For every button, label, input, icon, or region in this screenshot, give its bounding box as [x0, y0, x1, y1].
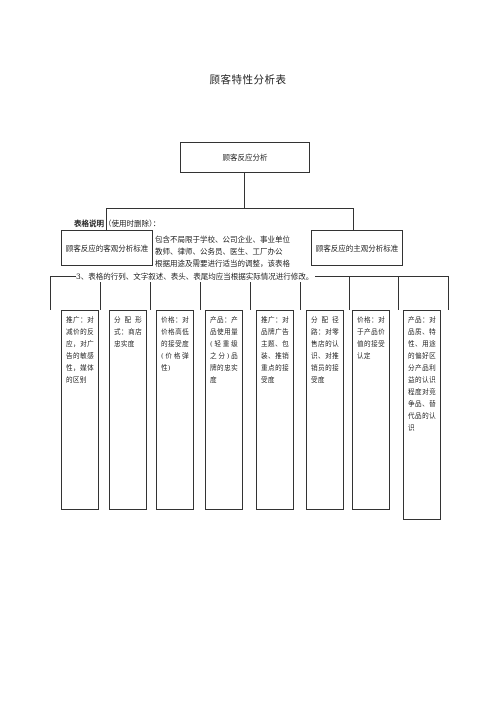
connector-col-4: [200, 276, 201, 310]
note-heading: 表格说明: [74, 219, 104, 228]
root-node-label: 顾客反应分析: [222, 153, 268, 162]
connector-left-down: [106, 208, 107, 230]
column-text-2: 分配形式：商店忠实度: [114, 316, 142, 348]
note-heading-suffix: （使用时删除）：: [104, 219, 161, 228]
column-text-6: 分配径路：对零售店的认识、对推销员的接受度: [311, 316, 339, 384]
note-line-1: 包含不局限于学校、公司企业、事业单位: [155, 235, 290, 244]
page-title: 顾客特性分析表: [209, 74, 287, 86]
note-heading-line: 表格说明（使用时删除）：: [74, 218, 160, 229]
column-box-7: 价格：对于产品价值的接受认定: [352, 310, 390, 510]
connector-right-down: [353, 208, 354, 230]
root-node: 顾客反应分析: [180, 142, 310, 173]
column-text-3: 价格：对价格高低的接受度(价格弹性): [161, 316, 189, 372]
column-text-8: 产品：对品质、特性、用途的偏好区分产品利益的认识程度对竞争品、替代品的认识: [408, 316, 436, 432]
subjective-criteria-node: 顾客反应的主观分析标准: [311, 230, 403, 266]
column-box-4: 产品：产品使用量(轻重级之分)品牌的忠实度: [205, 310, 243, 510]
column-box-2: 分配形式：商店忠实度: [109, 310, 147, 510]
connector-col-2: [100, 276, 101, 310]
connector-col-1: [50, 276, 51, 310]
column-text-7: 价格：对于产品价值的接受认定: [357, 316, 385, 360]
connector-col-3: [150, 276, 151, 310]
connector-col-7: [349, 276, 350, 310]
column-box-8: 产品：对品质、特性、用途的偏好区分产品利益的认识程度对竞争品、替代品的认识: [403, 310, 441, 520]
objective-criteria-node: 顾客反应的客观分析标准: [61, 230, 153, 266]
column-text-1: 推广：对减价的反应，对广告的敏感性，媒体的区别: [66, 316, 94, 384]
connector-col-6: [300, 276, 301, 310]
note-line-2: 教师、律师、公务员、医生、工厂办公: [155, 247, 283, 256]
column-box-3: 价格：对价格高低的接受度(价格弹性): [156, 310, 194, 510]
column-box-1: 推广：对减价的反应，对广告的敏感性，媒体的区别: [61, 310, 99, 510]
column-box-6: 分配径路：对零售店的认识、对推销员的接受度: [306, 310, 344, 510]
connector-col-5: [250, 276, 251, 310]
note-line-4: 3、表格的行列、文字叙述、表头、表尾均应当根据实际情况进行修改。: [76, 271, 316, 282]
column-box-5: 推广：对品牌广告主题、包装、推销重点的接受度: [256, 310, 294, 510]
connector-col-8: [398, 276, 399, 310]
connector-root-down: [244, 172, 245, 208]
column-text-4: 产品：产品使用量(轻重级之分)品牌的忠实度: [210, 316, 238, 384]
objective-criteria-label: 顾客反应的客观分析标准: [65, 243, 149, 253]
connector-top-bar: [106, 208, 353, 209]
column-text-5: 推广：对品牌广告主题、包装、推销重点的接受度: [261, 316, 289, 384]
note-line-3: 根据用途及需要进行适当的调整，该表格: [155, 259, 290, 268]
subjective-criteria-label: 顾客反应的主观分析标准: [315, 243, 399, 253]
connector-col-9: [448, 276, 449, 310]
